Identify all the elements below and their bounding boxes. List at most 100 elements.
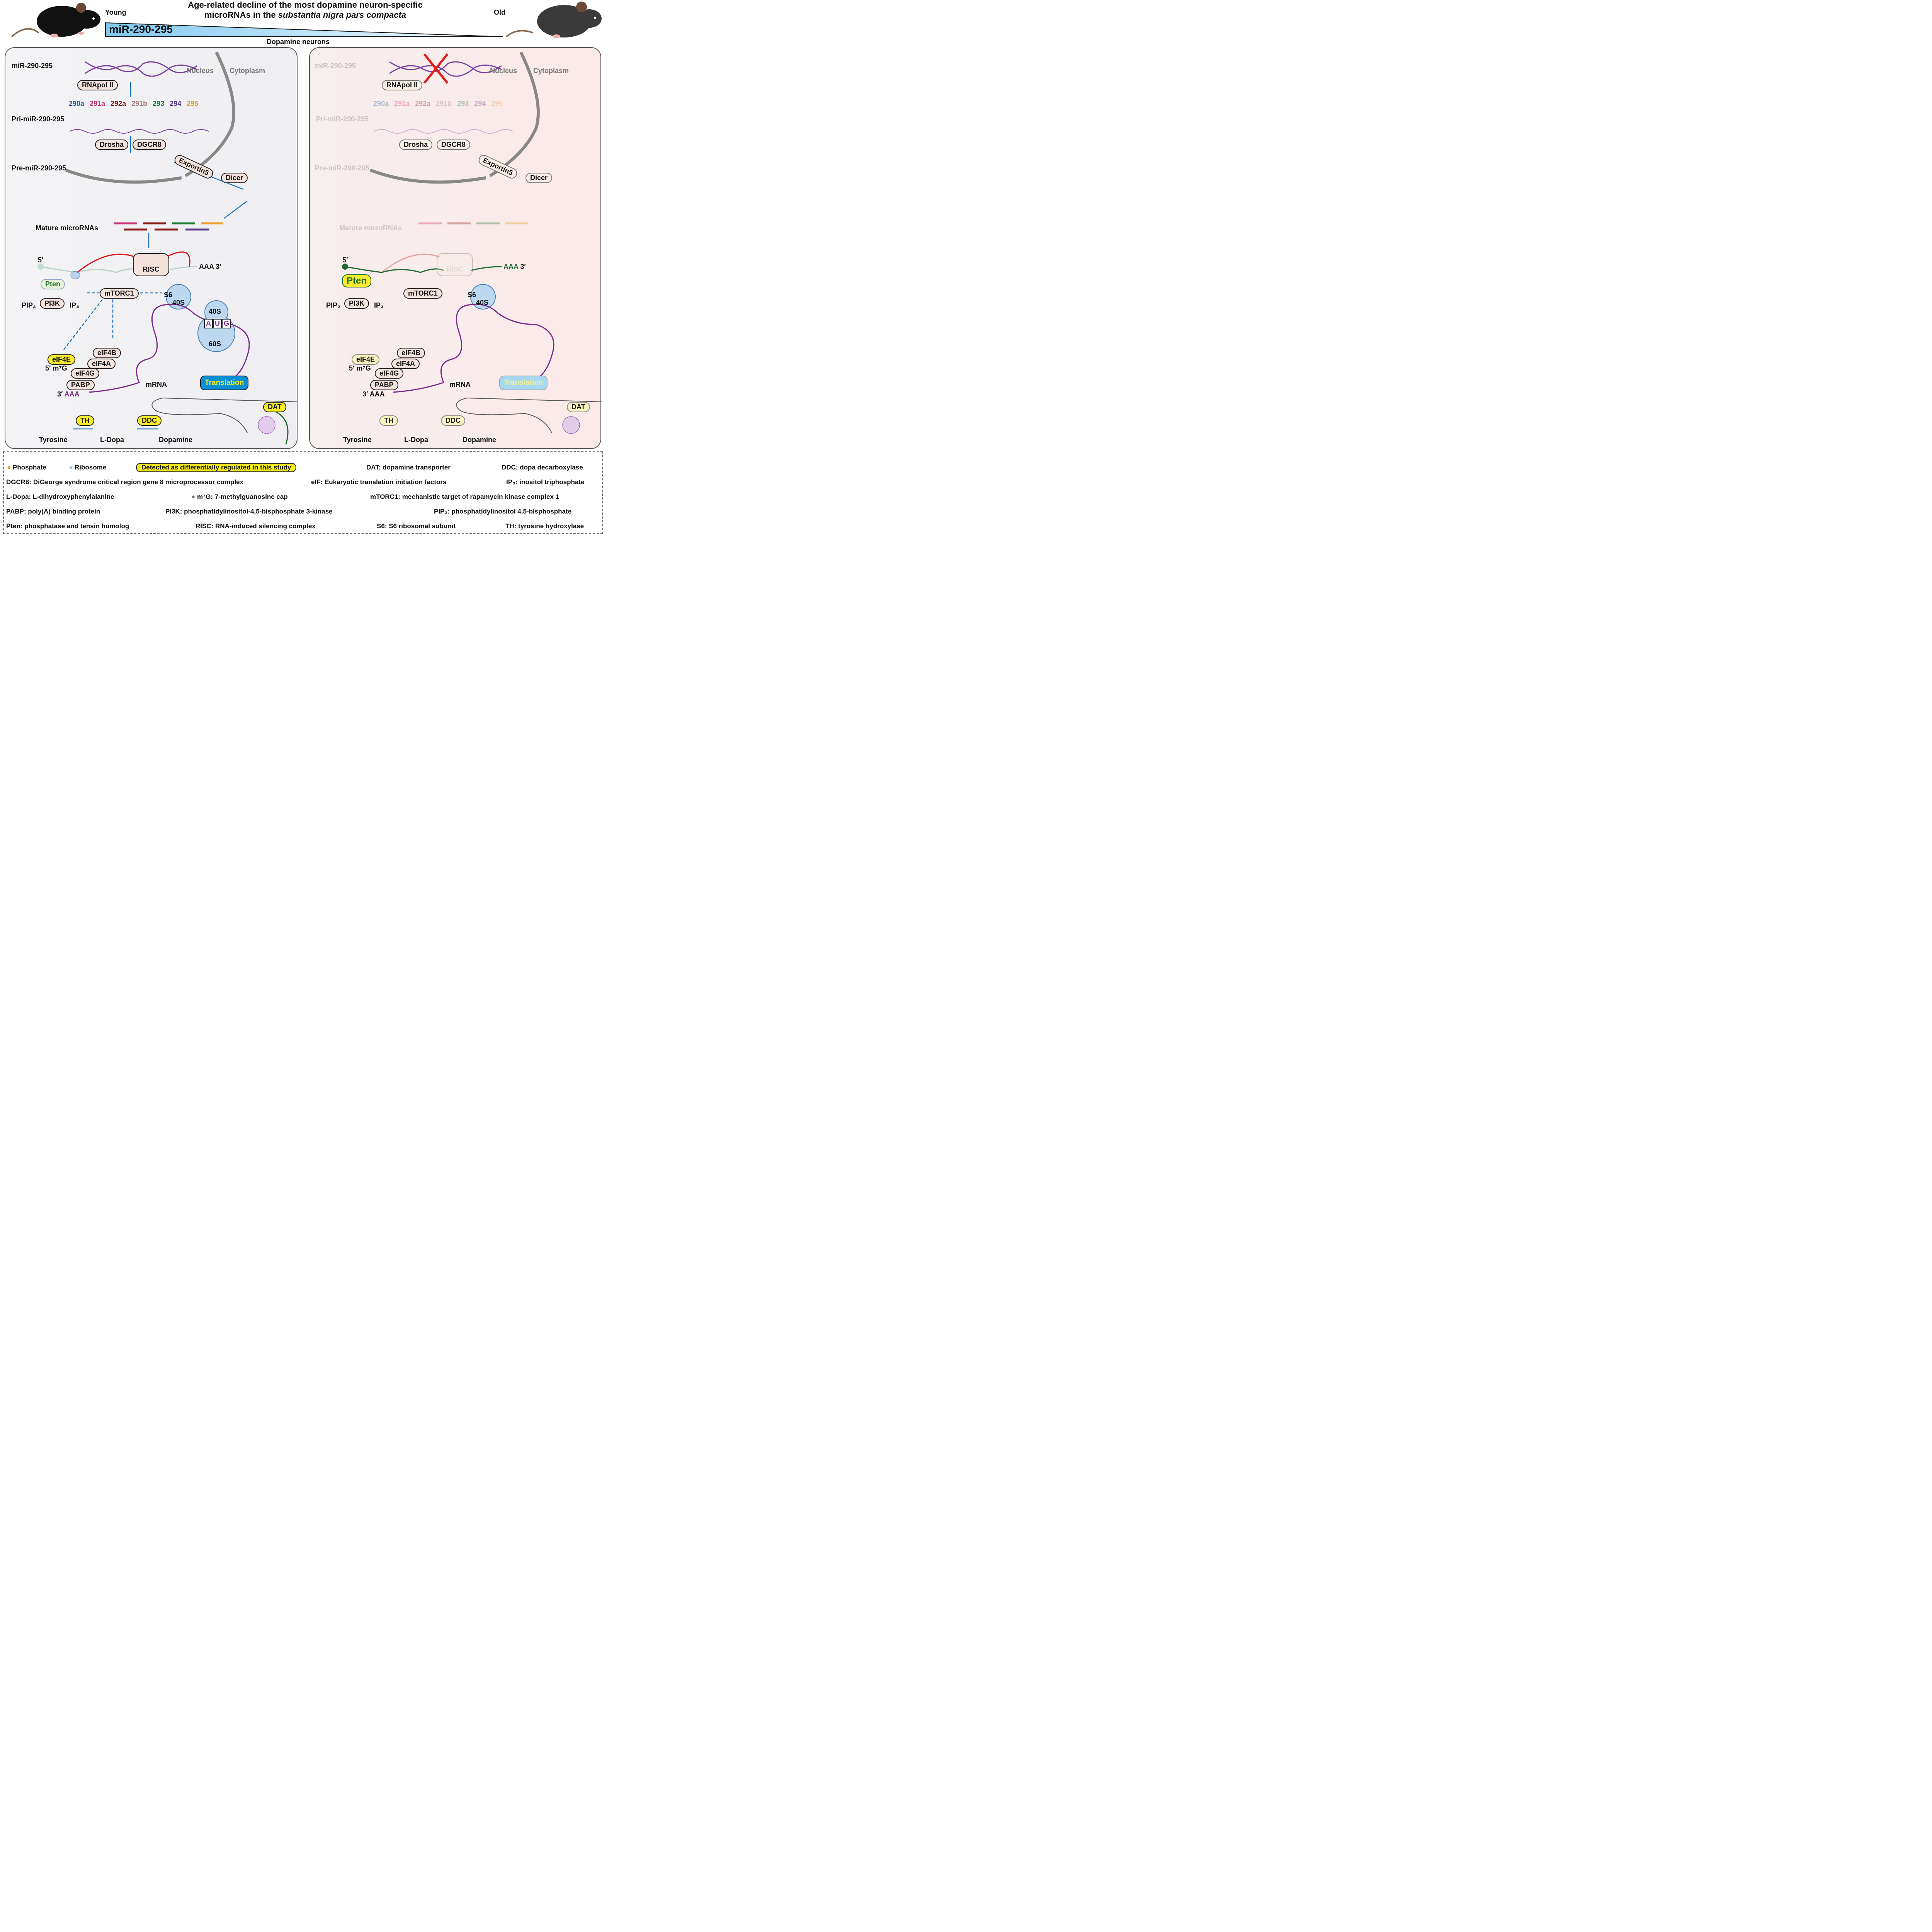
mature-mirnas bbox=[114, 222, 223, 231]
th-pill: TH bbox=[379, 415, 398, 426]
dgcr8-pill: DGCR8 bbox=[133, 139, 167, 150]
pi3k-pill: PI3K bbox=[344, 298, 369, 309]
dicer-arrow bbox=[224, 201, 248, 219]
three-prime-text: 3′ bbox=[520, 263, 526, 270]
legend-risc: RISC: RNA-induced silencing complex bbox=[196, 522, 316, 530]
pip2-label: PIP₂ bbox=[22, 301, 36, 309]
rnapol-pill: RNApol II bbox=[382, 80, 422, 90]
eif4e-pill: eIF4E bbox=[352, 354, 380, 365]
mrna-strand bbox=[393, 304, 554, 393]
tyrosine-label: Tyrosine bbox=[343, 436, 372, 444]
ip3-label: IP₃ bbox=[70, 301, 80, 309]
eif4e-pill: eIF4E bbox=[48, 354, 76, 365]
dna-helix-icon bbox=[389, 61, 502, 77]
cluster-label: miR-290-295 bbox=[12, 62, 53, 70]
legend-pabp: PABP: poly(A) binding protein bbox=[6, 508, 100, 515]
aaa-text: AAA bbox=[503, 263, 519, 270]
ribosome-icon bbox=[70, 271, 80, 279]
aaa-text: AAA bbox=[369, 390, 385, 398]
s40b-label: 40S bbox=[209, 308, 221, 315]
legend-th: TH: tyrosine hydroxylase bbox=[505, 522, 584, 530]
cytoplasm-label: Cytoplasm bbox=[230, 67, 265, 75]
s40-label: 40S bbox=[172, 299, 185, 306]
legend-ldopa: L-Dopa: L-dihydroxyphenylalanine bbox=[6, 493, 114, 500]
title-line-2: microRNAs in the substantia nigra pars c… bbox=[112, 10, 498, 20]
ribosome-40s-icon bbox=[470, 284, 496, 310]
legend-pi3k: PI3K: phosphatidylinositol-4,5-bisphosph… bbox=[165, 508, 333, 515]
inhibition-line bbox=[77, 253, 136, 273]
mtorc1-pill: mTORC1 bbox=[403, 288, 442, 299]
legend-mtorc1: mTORC1: mechanistic target of rapamycin … bbox=[370, 493, 560, 500]
vesicle-icon bbox=[258, 416, 276, 434]
old-neuron-panel bbox=[309, 47, 601, 449]
eif4a-pill: eIF4A bbox=[391, 359, 420, 369]
mir-294: 294 bbox=[474, 100, 486, 107]
legend-m7g: ● m⁷G: 7-methylguanosine cap bbox=[191, 493, 288, 501]
mrna-label: mRNA bbox=[449, 381, 471, 388]
poly-a-label: AAA 3′ bbox=[503, 263, 526, 271]
mrna-3prime-label: 3′ AAA bbox=[362, 390, 385, 398]
legend-s6: S6: S6 ribosomal subunit bbox=[377, 522, 456, 530]
decline-wedge bbox=[105, 22, 503, 37]
s6-label: S6 bbox=[164, 291, 173, 299]
legend-text: Ribosome bbox=[75, 464, 107, 471]
eif4b-pill: eIF4B bbox=[397, 348, 425, 358]
mir-290a: 290a bbox=[69, 100, 85, 107]
legend-eif: eIF: Eukaryotic translation initiation f… bbox=[311, 478, 447, 486]
title-line-1: Age-related decline of the most dopamine… bbox=[188, 0, 423, 10]
mirna-labels: 290a 291a 292a 291b 293 294 295 bbox=[69, 100, 198, 108]
nucleus-label: Nucleus bbox=[490, 67, 517, 75]
old-neuron-lines bbox=[342, 51, 602, 434]
pten-pill: Pten bbox=[41, 279, 65, 289]
m7g-cap-label: 5′ m⁷G bbox=[45, 364, 67, 372]
mrna-label: mRNA bbox=[146, 381, 167, 388]
mature-mirna-label: Mature microRNAs bbox=[339, 224, 402, 232]
mir-293: 293 bbox=[153, 100, 165, 107]
aaa-text: AAA bbox=[64, 390, 80, 398]
title-italic: substantia nigra pars compacta bbox=[278, 10, 406, 20]
legend-dat: DAT: dopamine transporter bbox=[366, 464, 451, 471]
legend-detected: Detected as differentially regulated in … bbox=[136, 463, 297, 472]
mir-295: 295 bbox=[491, 100, 503, 107]
ldopa-label: L-Dopa bbox=[404, 436, 428, 444]
legend-pip2: PIP₂: phosphatidylinositol 4,5-bisphosph… bbox=[434, 508, 572, 515]
young-label: Young bbox=[105, 9, 126, 16]
legend-phosphate: ● Phosphate bbox=[7, 464, 46, 471]
mrna-3prime-label: 3′ AAA bbox=[57, 390, 80, 398]
drosha-pill: Drosha bbox=[95, 139, 129, 150]
mir-290a: 290a bbox=[373, 100, 389, 107]
mouse-old-icon bbox=[502, 0, 606, 43]
mir-292a: 292a bbox=[111, 100, 126, 107]
ddc-pill: DDC bbox=[137, 415, 162, 426]
drosha-pill: Drosha bbox=[399, 139, 433, 150]
dat-pill: DAT bbox=[263, 402, 286, 412]
dicer-pill: Dicer bbox=[221, 173, 248, 183]
rnapol-pill: RNApol II bbox=[77, 80, 118, 90]
nuclear-envelope bbox=[489, 51, 540, 177]
pre-mirna-label: Pre-miR-290-295 bbox=[12, 164, 66, 172]
translation-badge: Translation bbox=[200, 376, 249, 390]
aug-codon: A U G bbox=[204, 319, 231, 328]
tyrosine-label: Tyrosine bbox=[39, 436, 68, 444]
dopamine-label: Dopamine bbox=[159, 436, 193, 444]
risc-complex: RISC bbox=[437, 253, 473, 276]
nuclear-envelope-bottom bbox=[65, 168, 182, 184]
pre-mirna-label: Pre-miR-290-295 bbox=[315, 164, 370, 172]
pri-mirna-label: Pri-miR-290-295 bbox=[316, 115, 369, 123]
cap-icon bbox=[37, 264, 44, 270]
old-label: Old bbox=[494, 9, 505, 16]
cytoplasm-label: Cytoplasm bbox=[533, 67, 569, 75]
s40-label: 40S bbox=[476, 299, 489, 306]
ribosome-40s-icon bbox=[166, 284, 191, 310]
s6-label: S6 bbox=[468, 291, 476, 299]
translation-badge: Translation bbox=[499, 376, 548, 390]
aaa-text: AAA bbox=[199, 263, 214, 270]
pi3k-pill: PI3K bbox=[40, 298, 65, 309]
codon-a: A bbox=[204, 319, 213, 328]
nuclear-envelope bbox=[184, 51, 235, 177]
mtor-eif4e-arrow bbox=[63, 299, 103, 350]
panel-title: Dopamine neurons bbox=[267, 38, 330, 46]
wedge-label: miR-290-295 bbox=[109, 23, 173, 35]
legend-box bbox=[3, 451, 603, 534]
target-mrna bbox=[40, 266, 197, 273]
